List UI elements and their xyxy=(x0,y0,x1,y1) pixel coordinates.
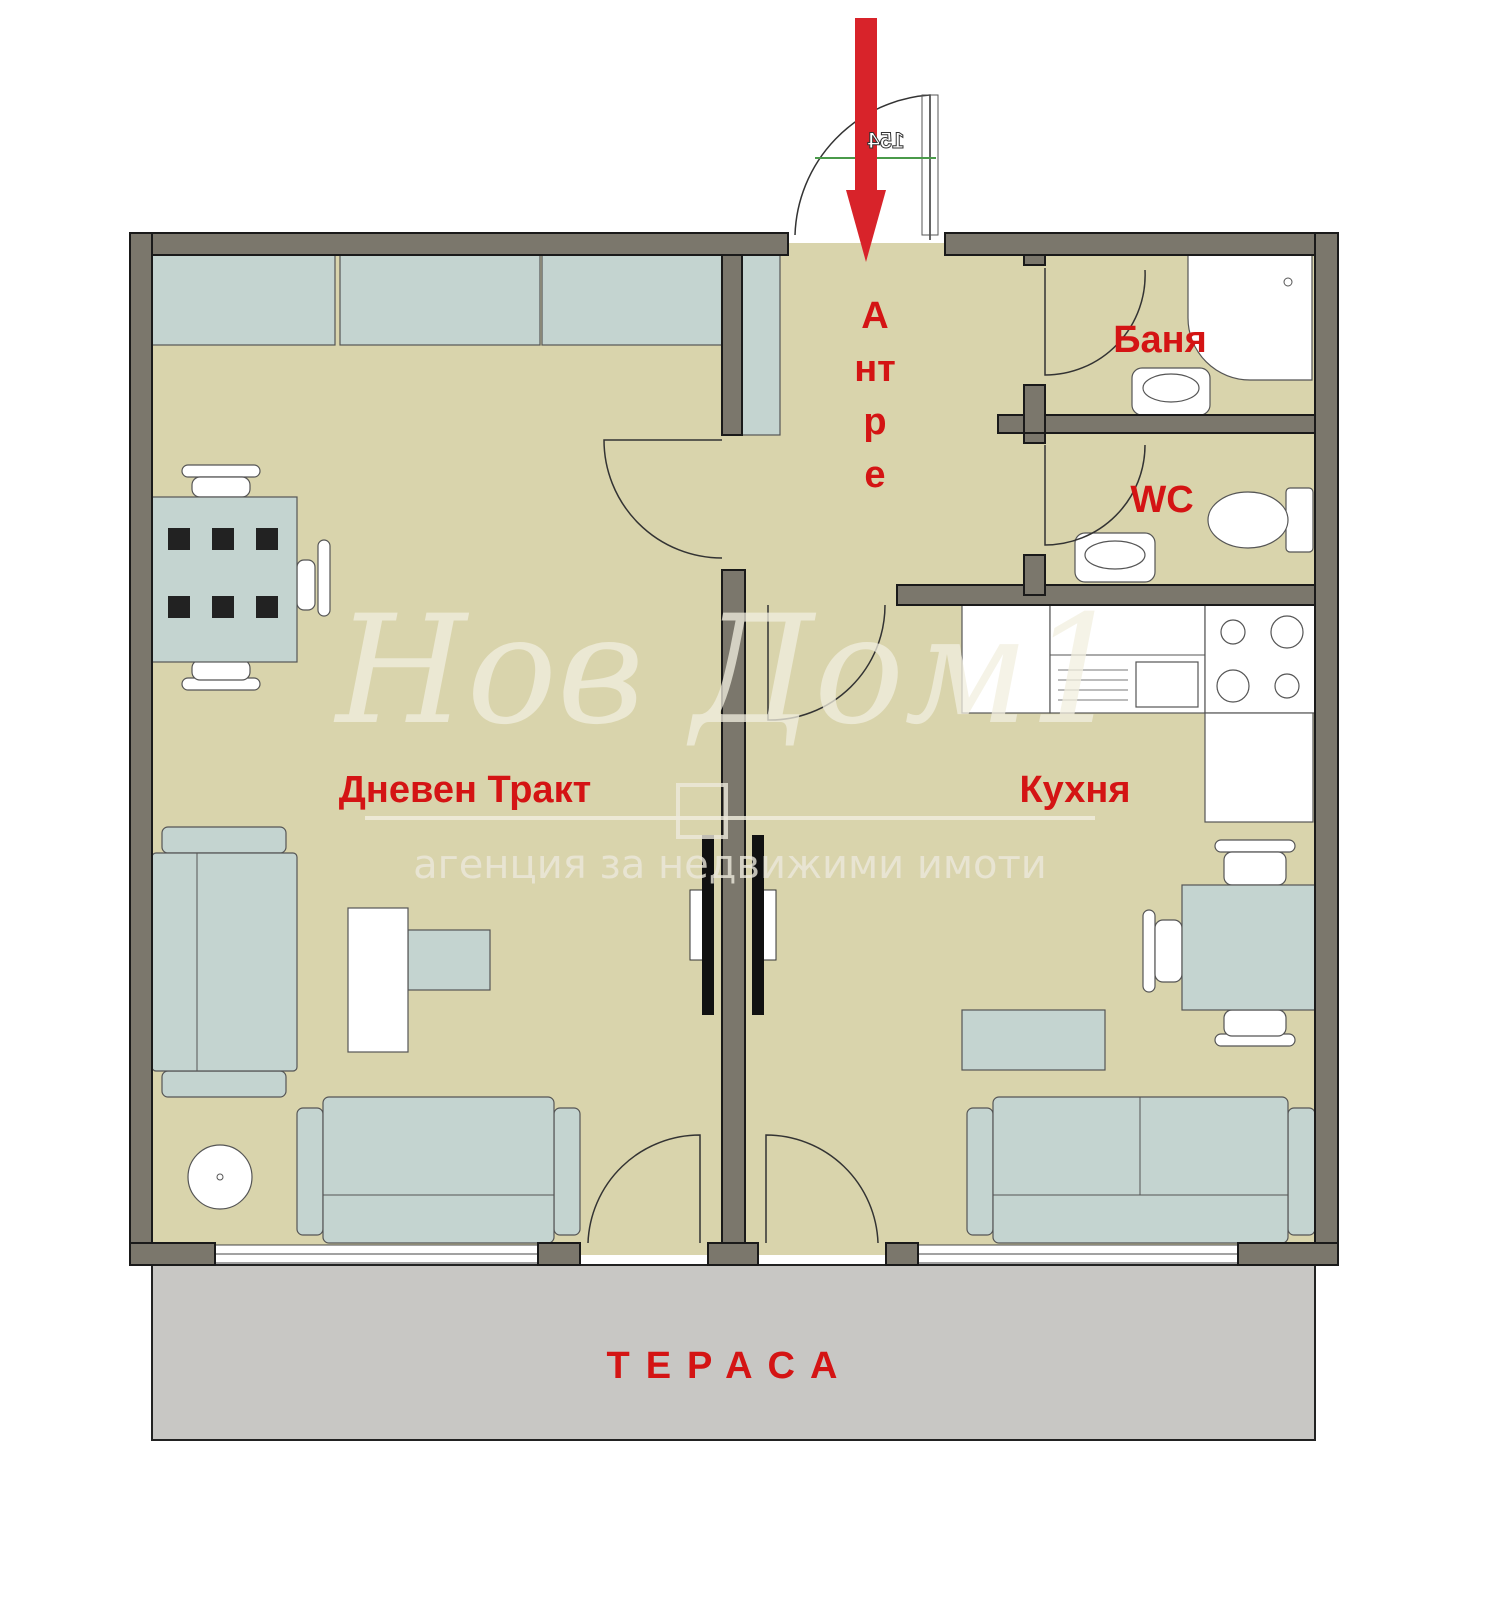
dining-table xyxy=(151,464,331,691)
kitchen-table xyxy=(1142,839,1316,1047)
svg-text:Нов Дом1: Нов Дом1 xyxy=(333,584,1124,758)
kitchen-counter xyxy=(961,602,1206,714)
stove xyxy=(1204,602,1316,714)
svg-text:агенция за недвижими имоти: агенция за недвижими имоти xyxy=(413,842,1047,888)
sofa-bottom xyxy=(296,1096,581,1244)
label-terrace: ТЕРАСА xyxy=(607,1345,854,1387)
doors xyxy=(587,94,1146,1244)
label-bathroom: Баня xyxy=(1113,319,1207,361)
desk xyxy=(347,907,491,1053)
label-kitchen: Кухня xyxy=(1019,769,1130,811)
label-entrance: Антре xyxy=(854,295,896,496)
sofa-right xyxy=(966,1096,1316,1244)
label-living: Дневен Тракт xyxy=(339,769,591,811)
fridge xyxy=(1204,712,1314,823)
shower xyxy=(1187,254,1313,381)
entrance-arrow-icon xyxy=(846,18,886,262)
toilet xyxy=(1207,487,1314,553)
wardrobe xyxy=(151,254,781,436)
walls xyxy=(129,232,1339,1266)
wc-sink xyxy=(1074,532,1156,583)
bathroom-sink xyxy=(1131,367,1211,416)
coffee-table xyxy=(961,1009,1106,1071)
round-lamp xyxy=(187,1144,253,1210)
watermark: Нов Дом1 агенция за недвижими имоти xyxy=(333,584,1124,888)
terrace xyxy=(151,1264,1316,1441)
sofa-left xyxy=(151,826,298,1098)
door-number: 154 xyxy=(867,128,904,153)
label-wc: WC xyxy=(1130,479,1193,521)
windows xyxy=(214,1244,1239,1264)
sliding-door xyxy=(689,835,777,1015)
